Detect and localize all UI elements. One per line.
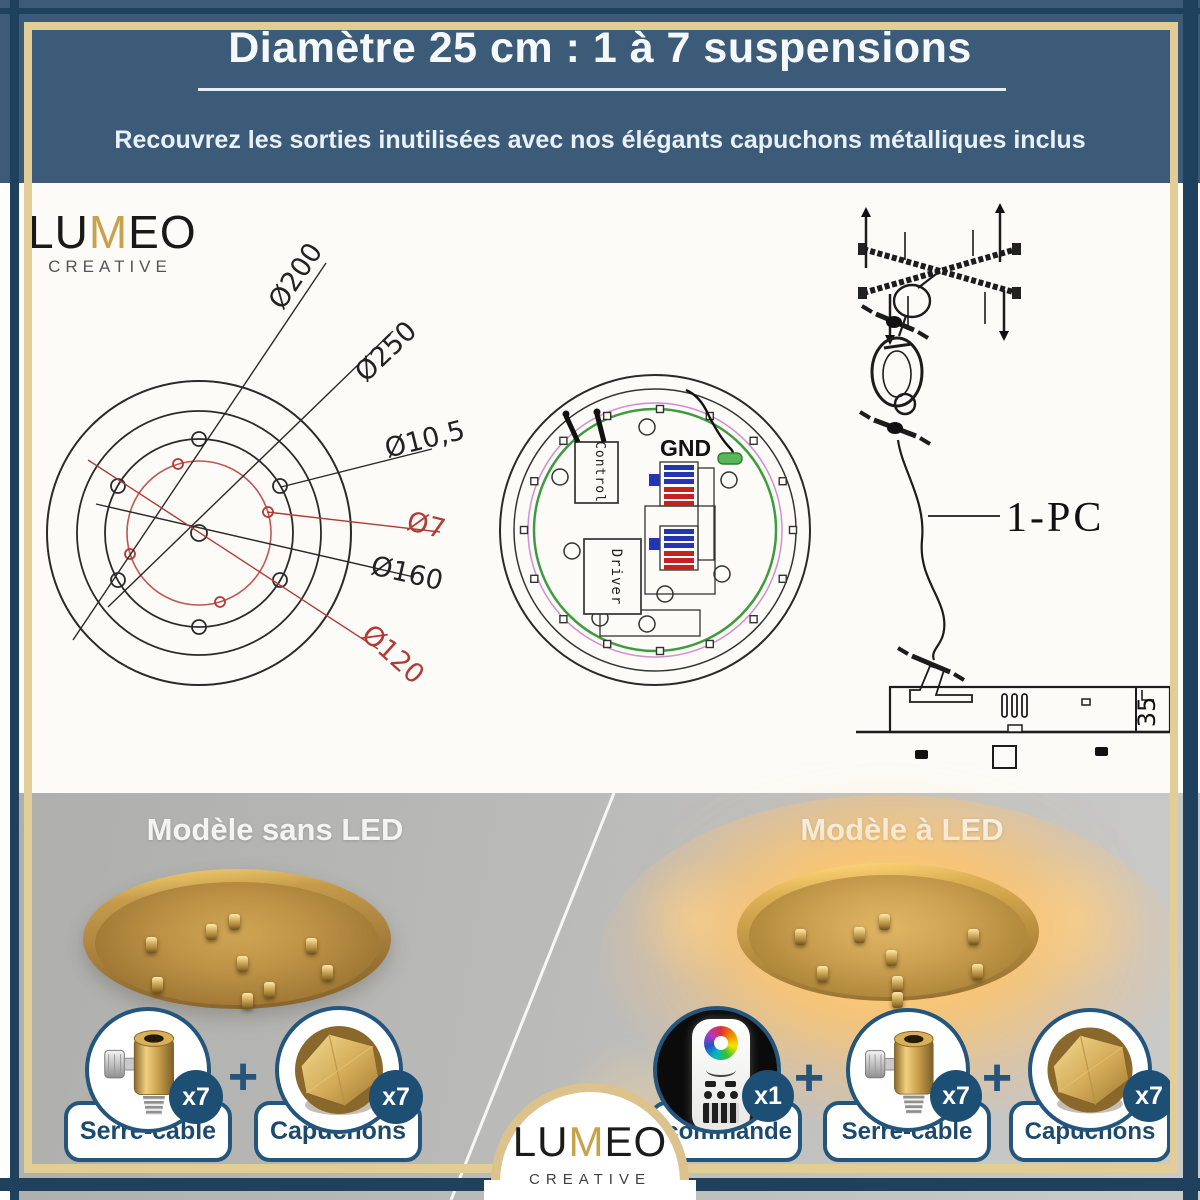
cable-grip [795, 929, 806, 945]
frame-gold-right [1170, 22, 1178, 1173]
cable-grip [854, 927, 865, 943]
brand-logo: LUMEO CREATIVE [28, 206, 197, 277]
remote-button [704, 1091, 712, 1099]
cable-grip [972, 964, 983, 980]
footer-brand-name: LUMEO [512, 1118, 668, 1165]
pcb-drawing: Control Driver GND [499, 374, 811, 686]
qty-badge-x7: x7 [169, 1070, 223, 1124]
dim-label-200: Ø200 [263, 237, 329, 315]
pcb-driver-label: Driver [608, 549, 624, 606]
cable-grip [229, 914, 240, 930]
remote-slider-buttons [703, 1103, 739, 1123]
model-title-led: Modèle à LED [800, 812, 1004, 847]
qty-text: x7 [182, 1082, 210, 1111]
cable-grip [237, 956, 248, 972]
plus-sign: + [227, 1048, 259, 1106]
item-photo-capuchon [275, 1006, 403, 1134]
cable-grip [322, 965, 333, 981]
footer-brand-tagline: CREATIVE [529, 1171, 651, 1188]
qty-badge-x7: x7 [369, 1070, 423, 1124]
frame-navy-top [0, 8, 1200, 14]
terminal-block-lower [649, 525, 699, 571]
frame-gold-top [24, 22, 1178, 30]
cable-grip [886, 950, 897, 966]
mount-squares [519, 404, 798, 656]
cable-grip-graphic [864, 1030, 934, 1115]
title-underline [198, 88, 1006, 91]
plus-sign: + [981, 1049, 1013, 1107]
install-count-label: 1-PC [1006, 495, 1104, 541]
dim-label-120: Ø120 [355, 619, 430, 691]
cable-grip [817, 966, 828, 982]
cable-grip [892, 992, 903, 1008]
page-title: Diamètre 25 cm : 1 à 7 suspensions [228, 24, 972, 72]
model-title-no-led: Modèle sans LED [146, 812, 404, 847]
remote-arc [706, 1063, 736, 1077]
brand-name: LUMEO [28, 206, 197, 258]
cable-grip [306, 938, 317, 954]
edge-strip [0, 183, 10, 1200]
installation-drawing: 1-PC 35 [856, 203, 1172, 769]
dim-label-10-5: Ø10,5 [382, 415, 468, 465]
cable-grip [152, 977, 163, 993]
qty-text: x7 [382, 1082, 410, 1111]
frame-navy-left [10, 0, 19, 1200]
frame-gold-left [24, 22, 32, 1173]
qty-text: x7 [1135, 1081, 1163, 1110]
qty-badge-x7: x7 [1123, 1070, 1175, 1122]
cable-grip [242, 993, 253, 1009]
rgb-wheel-icon [704, 1026, 738, 1060]
header-banner: Diamètre 25 cm : 1 à 7 suspensions Recou… [0, 0, 1200, 183]
frame-navy-right [1183, 0, 1198, 1200]
half-divider-line [449, 792, 616, 1200]
remote-button [725, 1081, 736, 1087]
terminal-block-upper [649, 461, 699, 507]
cap-graphic [1047, 1027, 1133, 1114]
canopy-photo-led [737, 863, 1039, 1008]
dim-label-160: Ø160 [368, 550, 446, 597]
remote-button [717, 1091, 725, 1099]
canopy-photo-no-led [83, 869, 391, 1009]
brand-tagline: CREATIVE [48, 257, 172, 277]
psu-side-label: 35 [1133, 697, 1161, 728]
item-photo-capuchon [1028, 1008, 1152, 1132]
cap-graphic [295, 1026, 383, 1115]
cable-grip [264, 982, 275, 998]
qty-text: x7 [942, 1081, 970, 1110]
pcb-gnd-label: GND [660, 435, 711, 461]
pcb-control-label: Control [592, 441, 607, 503]
dim-label-7: Ø7 [404, 506, 449, 545]
qty-badge-x1: x1 [742, 1070, 794, 1122]
cable-grip [879, 914, 890, 930]
plus-sign: + [793, 1049, 825, 1107]
cable-grip [206, 924, 217, 940]
qty-text: x1 [754, 1081, 782, 1110]
remote-control-graphic [692, 1019, 750, 1130]
header-subtitle: Recouvrez les sorties inutilisées avec n… [114, 126, 1086, 154]
cable-grip [892, 976, 903, 992]
cable-grip-graphic [104, 1030, 175, 1115]
remote-button [730, 1091, 738, 1099]
plate-dimension-drawing: Ø200 Ø250 Ø10,5 Ø7 Ø160 Ø120 [46, 237, 468, 691]
cable-grip [968, 929, 979, 945]
remote-button [705, 1081, 716, 1087]
footer-logo-pedestal [484, 1180, 696, 1200]
dim-label-250: Ø250 [349, 315, 423, 388]
cable-grip [146, 937, 157, 953]
qty-badge-x7: x7 [930, 1070, 982, 1122]
